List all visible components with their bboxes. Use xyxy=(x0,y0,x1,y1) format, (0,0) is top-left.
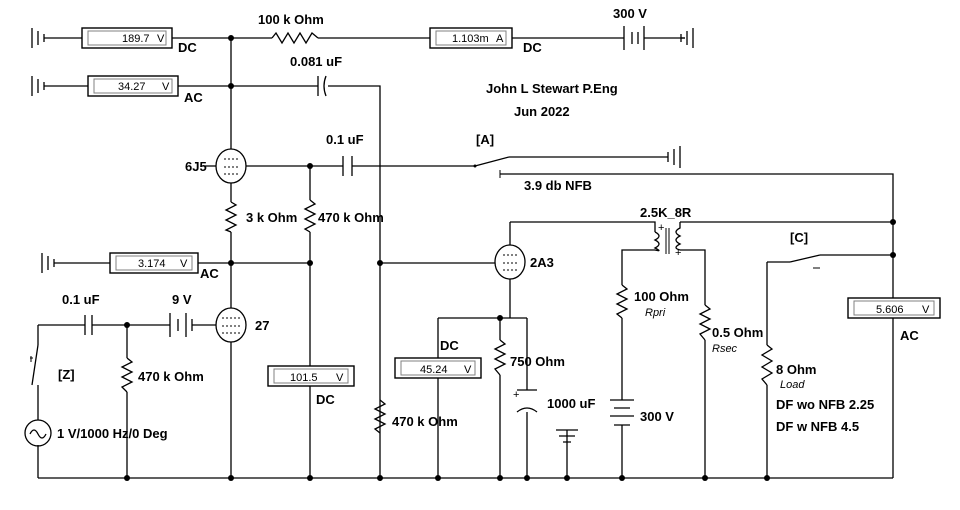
meter-m4-unit: V xyxy=(180,258,188,270)
meter-m6-unit: V xyxy=(464,364,472,376)
meter-m5-mode: DC xyxy=(316,392,335,407)
ground-icon xyxy=(556,429,578,443)
meter-m2-unit: V xyxy=(162,81,170,93)
resistor-470k-grid xyxy=(303,199,317,233)
capacitor-0081uf xyxy=(317,75,327,97)
meter-m2: 34.27 V AC xyxy=(87,75,203,105)
meter-m7-mode: AC xyxy=(900,328,919,343)
label-nfb: 3.9 db NFB xyxy=(524,178,592,193)
meter-m7-unit: V xyxy=(922,304,930,316)
label-switch-a: [A] xyxy=(476,132,494,147)
label-tube1: 6J5 xyxy=(185,159,207,174)
label-r-sec-name: Rsec xyxy=(712,343,738,355)
author-label: John L Stewart P.Eng xyxy=(486,81,618,96)
ground-icon xyxy=(31,28,55,48)
label-r-cathode: 3 k Ohm xyxy=(246,210,297,225)
label-b-supply1: 300 V xyxy=(613,6,647,21)
resistor-rsec xyxy=(698,304,712,341)
svg-text:+: + xyxy=(513,389,519,401)
label-c-cathode: 1000 uF xyxy=(547,396,595,411)
battery-300v-bottom xyxy=(610,399,634,426)
label-df-wo: DF wo NFB 2.25 xyxy=(776,397,874,412)
junction-dots xyxy=(124,35,896,481)
label-b-bias: 9 V xyxy=(172,292,192,307)
meter-m5: 101.5 V DC xyxy=(267,365,355,407)
meter-m1: 189.7 V DC xyxy=(81,27,197,55)
battery-300v-top xyxy=(623,26,645,50)
label-transformer: 2.5K_8R xyxy=(640,205,692,220)
label-tube2: 27 xyxy=(255,318,269,333)
meter-m1-mode: DC xyxy=(178,40,197,55)
label-df-w: DF w NFB 4.5 xyxy=(776,419,859,434)
resistor-100k xyxy=(271,31,319,45)
label-c-coupling2: 0.1 uF xyxy=(326,132,364,147)
meter-m7: 5.606 V AC xyxy=(847,297,941,343)
ground-icon xyxy=(41,253,55,273)
meter-m5-value: 101.5 xyxy=(290,372,318,384)
label-r-cathode2: 750 Ohm xyxy=(510,354,565,369)
ground-icon xyxy=(660,146,681,168)
meter-m1-value: 189.7 xyxy=(122,33,150,45)
meter-m2-mode: AC xyxy=(184,90,203,105)
meter-m5-unit: V xyxy=(336,372,344,384)
meter-m6-mode: DC xyxy=(440,338,459,353)
svg-text:+: + xyxy=(675,247,681,259)
label-r-plate: 100 k Ohm xyxy=(258,12,324,27)
switch-c[interactable] xyxy=(789,254,821,269)
label-r-input: 470 k Ohm xyxy=(138,369,204,384)
label-c-coupling1: 0.081 uF xyxy=(290,54,342,69)
label-r-pri: 100 Ohm xyxy=(634,289,689,304)
resistor-rpri xyxy=(615,284,629,319)
meter-m6-value: 45.24 xyxy=(420,364,448,376)
label-switch-c: [C] xyxy=(790,230,808,245)
meter-m1-unit: V xyxy=(157,33,165,45)
label-tube3: 2A3 xyxy=(530,255,554,270)
label-r-pri-name: Rpri xyxy=(645,307,666,319)
switch-a[interactable] xyxy=(473,156,510,178)
label-switch-z: [Z] xyxy=(58,367,75,382)
transformer: + + xyxy=(653,222,682,259)
meter-m3: 1.103m A DC xyxy=(429,27,542,55)
svg-text:+: + xyxy=(658,222,664,234)
capacitor-1000uf: + xyxy=(513,389,538,413)
label-c-input: 0.1 uF xyxy=(62,292,100,307)
label-r-sec: 0.5 Ohm xyxy=(712,325,763,340)
label-source: 1 V/1000 Hz/0 Deg xyxy=(57,426,168,441)
resistor-750 xyxy=(493,339,507,376)
tube-2a3 xyxy=(494,244,526,280)
meter-m2-value: 34.27 xyxy=(118,81,146,93)
battery-9v xyxy=(169,313,193,337)
meter-m3-mode: DC xyxy=(523,40,542,55)
resistor-470k-input xyxy=(120,357,134,393)
meter-m4: 3.174 V AC xyxy=(109,252,219,281)
capacitor-01uf-coupling xyxy=(342,156,353,176)
switch-z[interactable] xyxy=(30,344,39,386)
label-r-grid: 470 k Ohm xyxy=(318,210,384,225)
ground-icon xyxy=(680,28,694,48)
tube-6j5 xyxy=(215,148,247,184)
capacitor-01uf-input xyxy=(84,315,93,335)
ac-source xyxy=(24,419,52,447)
ground-symbols xyxy=(31,28,694,443)
label-r-load: 8 Ohm xyxy=(776,362,816,377)
tube-27 xyxy=(215,307,247,343)
meter-m3-unit: A xyxy=(496,33,504,45)
label-r-load-name: Load xyxy=(780,379,805,391)
meter-m7-value: 5.606 xyxy=(876,304,904,316)
label-r-grid2: 470 k Ohm xyxy=(392,414,458,429)
meter-m4-mode: AC xyxy=(200,266,219,281)
resistor-load xyxy=(760,344,774,386)
resistor-470k-2a3-grid xyxy=(373,399,387,434)
date-label: Jun 2022 xyxy=(514,104,570,119)
wires xyxy=(37,37,894,479)
meter-m4-value: 3.174 xyxy=(138,258,166,270)
meter-m6: 45.24 V DC xyxy=(394,338,482,379)
resistor-3k xyxy=(224,201,238,233)
ground-icon xyxy=(31,76,55,96)
meter-m3-value: 1.103m xyxy=(452,33,489,45)
label-b-supply2: 300 V xyxy=(640,409,674,424)
